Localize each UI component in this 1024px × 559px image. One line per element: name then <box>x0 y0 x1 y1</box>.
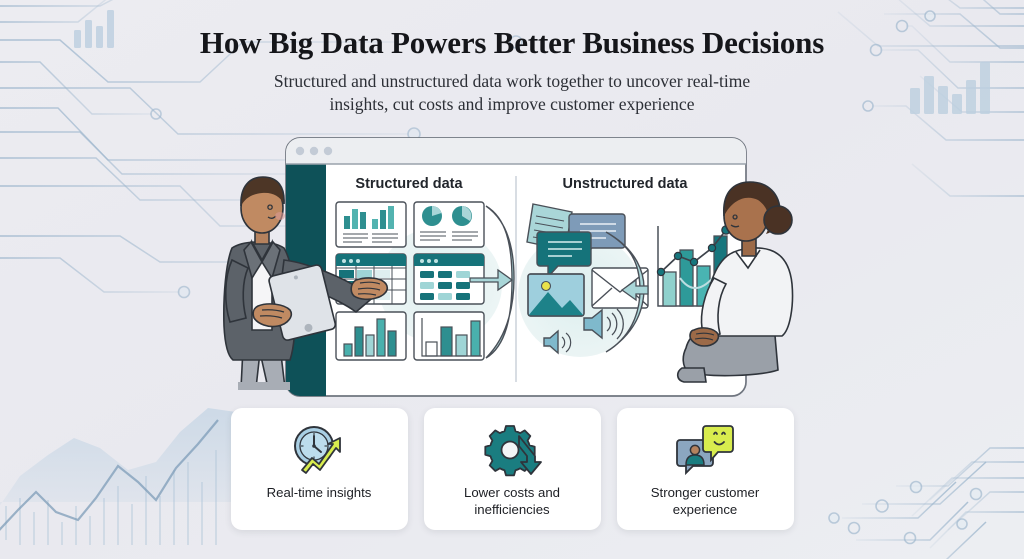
card-label-real-time-insights: Real-time insights <box>266 485 372 500</box>
subtitle-line-1: Structured and unstructured data work to… <box>273 71 751 91</box>
bar-chart-card <box>335 201 407 248</box>
bar-chart-card-2 <box>335 311 407 361</box>
card-real-time-insights[interactable]: Real-time insights <box>230 408 408 530</box>
image-icon <box>527 273 585 317</box>
structured-heading: Structured data <box>355 176 463 192</box>
pie-chart-card <box>413 201 485 248</box>
page-subtitle: Structured and unstructured data work to… <box>212 70 812 117</box>
window-dots <box>295 146 333 156</box>
page-title: How Big Data Powers Better Business Deci… <box>199 25 825 60</box>
subtitle-line-2: insights, cut costs and improve customer… <box>329 94 695 115</box>
bar-chart-card-3 <box>413 311 485 361</box>
chat-bubbles-smiley-icon <box>676 425 734 476</box>
gear-down-arrow-icon <box>484 425 542 477</box>
unstructured-heading: Unstructured data <box>563 176 689 192</box>
header: How Big Data Powers Better Business Deci… <box>0 0 1024 117</box>
clock-growth-arrow-icon <box>294 426 341 474</box>
main-illustration: Structured data Unstructured data <box>223 137 794 397</box>
